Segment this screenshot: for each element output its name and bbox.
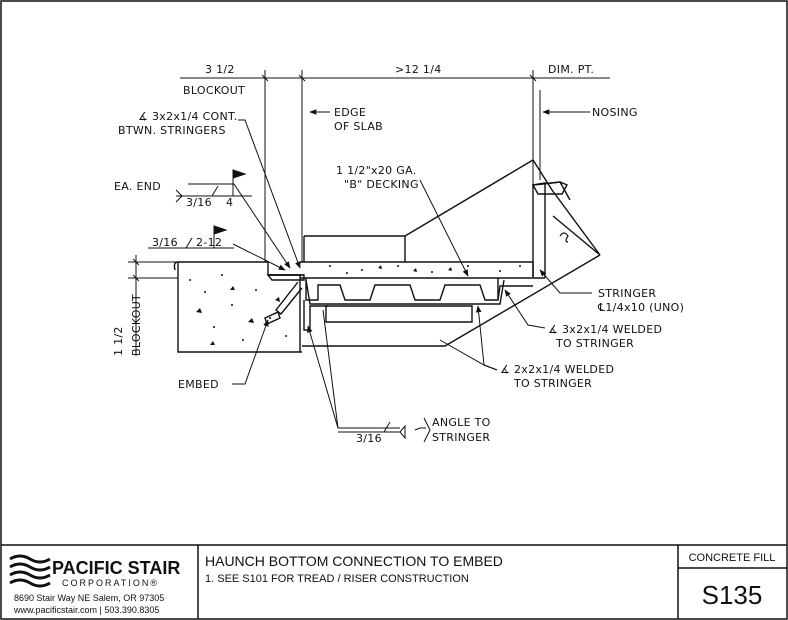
label-blockout-vertical: BLOCKOUT <box>130 294 143 356</box>
break-symbol <box>559 232 569 243</box>
callout-angle-to-line2: STRINGER <box>432 431 490 444</box>
drawing-note: 1. SEE S101 FOR TREAD / RISER CONSTRUCTI… <box>205 573 469 585</box>
callout-angle-welded-line2: TO STRINGER <box>555 337 634 350</box>
callout-angle-welded-line1: ∡ 3x2x1/4 WELDED <box>548 323 662 336</box>
callout-embed: EMBED <box>178 378 219 391</box>
concrete-stipple <box>189 274 287 345</box>
support-angles <box>303 285 533 331</box>
callout-decking-line2: "B" DECKING <box>344 178 419 191</box>
dimension-lines <box>128 70 610 356</box>
weld-2-length: 2-12 <box>196 236 222 249</box>
callout-angle-cont-line2: BTWN. STRINGERS <box>118 124 226 137</box>
weld-1-length: 4 <box>226 196 233 209</box>
metal-decking <box>305 278 505 305</box>
callout-edge-of-slab-line1: EDGE <box>334 106 366 119</box>
drawing-title: HAUNCH BOTTOM CONNECTION TO EMBED <box>205 553 503 569</box>
label-dim-point: DIM. PT. <box>548 63 594 76</box>
callout-nosing: NOSING <box>592 106 638 119</box>
dim-blockout-height: 1 1/2 <box>112 326 125 356</box>
callout-decking-line1: 1 1/2"x20 GA. <box>336 164 417 177</box>
weld-ea-end: EA. END <box>114 180 161 193</box>
dim-span: >12 1/4 <box>395 63 442 76</box>
pacific-stair-logo-icon <box>9 554 51 588</box>
leader-lines <box>188 109 592 431</box>
callout-angle-to-line1: ANGLE TO <box>432 416 491 429</box>
company-corporation: CORPORATION® <box>62 578 159 588</box>
nosing-plate <box>531 181 568 195</box>
label-blockout: BLOCKOUT <box>183 84 245 97</box>
callout-stringer-line2: ℄1/4x10 (UNO) <box>597 301 684 314</box>
company-contact: www.pacificstair.com | 503.390.8305 <box>13 605 159 615</box>
weld-2-size: 3/16 <box>152 236 178 249</box>
callout-stringer-line1: STRINGER <box>598 287 656 300</box>
dim-blockout-width: 3 1/2 <box>205 63 235 76</box>
company-name: PACIFIC STAIR <box>52 558 180 578</box>
callout-angle-cont-line1: ∡ 3x2x1/4 CONT. <box>138 110 238 123</box>
category-label: CONCRETE FILL <box>689 552 776 564</box>
embed-plate <box>264 274 305 325</box>
weld-1-size: 3/16 <box>186 196 212 209</box>
callout-angle-small-line1: ∡ 2x2x1/4 WELDED <box>500 363 614 376</box>
weld-symbols <box>148 169 431 443</box>
title-block <box>1 544 787 619</box>
callout-edge-of-slab-line2: OF SLAB <box>334 120 383 133</box>
company-address: 8690 Stair Way NE Salem, OR 97305 <box>14 593 164 603</box>
callout-angle-small-line2: TO STRINGER <box>513 377 592 390</box>
weld-3-size: 3/16 <box>356 432 382 445</box>
fill-stipple <box>329 265 521 274</box>
sheet-number: S135 <box>702 580 763 610</box>
concrete-fill <box>300 235 545 279</box>
